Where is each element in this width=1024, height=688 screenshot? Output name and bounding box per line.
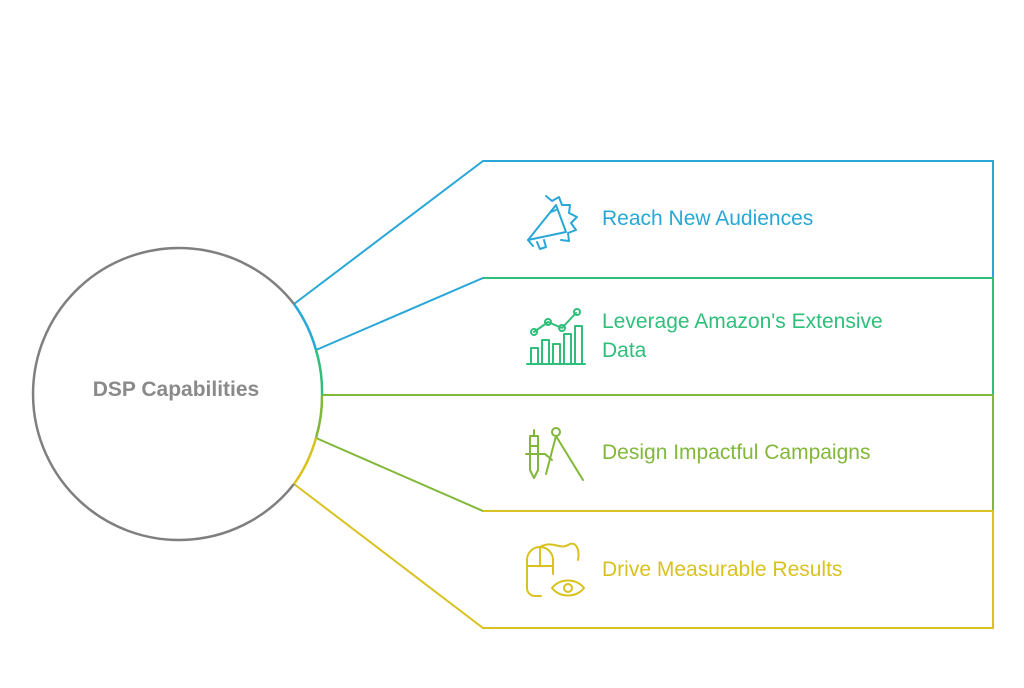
mouse-eye-icon	[526, 542, 585, 597]
circle-arc-gray	[31, 246, 295, 542]
circle-arc-olive	[314, 394, 324, 439]
item-label-reach: Reach New Audiences	[602, 207, 814, 230]
panel-results-outline	[293, 483, 994, 629]
circle-arc-green	[314, 349, 324, 396]
item-label-design: Design Impactful Campaigns	[602, 441, 871, 464]
item-label-results: Drive Measurable Results	[602, 558, 843, 581]
circle-arc-yellow	[292, 437, 318, 485]
center-title: DSP Capabilities	[92, 378, 260, 401]
panel-reach-outline	[293, 160, 994, 351]
growth-chart-icon	[526, 308, 586, 365]
item-label-data: Leverage Amazon's Extensive Data	[602, 310, 883, 362]
design-tools-icon	[525, 427, 584, 481]
megaphone-icon	[527, 195, 578, 250]
circle-arc-blue	[292, 303, 318, 351]
